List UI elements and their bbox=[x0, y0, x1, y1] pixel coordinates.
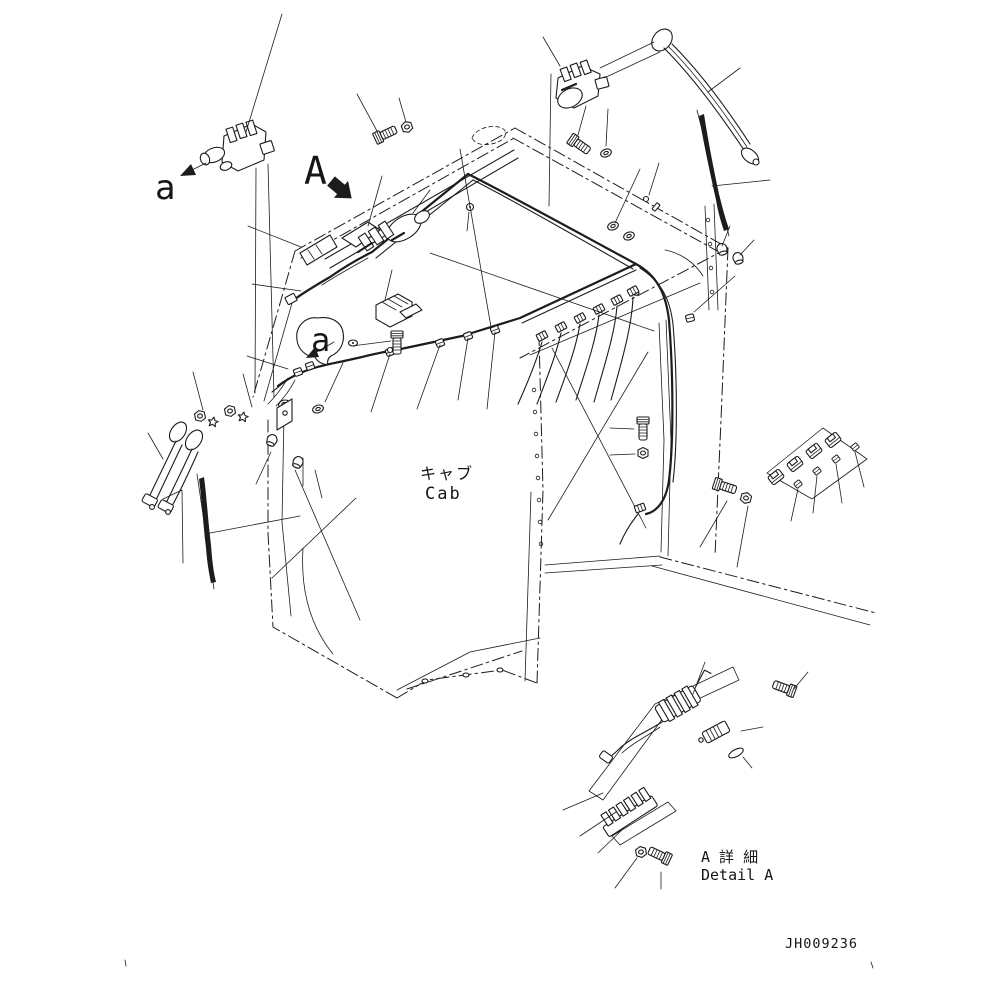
detail-a-title-en: Detail A bbox=[701, 866, 773, 884]
balloon-callout-a: a bbox=[296, 317, 344, 366]
screw bbox=[386, 346, 394, 354]
section-callout-label: A bbox=[304, 149, 327, 193]
grommet bbox=[598, 146, 614, 160]
wire-end-connector bbox=[599, 750, 613, 764]
hex-bolt bbox=[711, 476, 739, 497]
hex-nut bbox=[193, 409, 207, 423]
front-wiper-blade bbox=[196, 473, 216, 590]
harness-branch-connectors bbox=[517, 285, 640, 405]
view-arrow-a: a bbox=[155, 162, 207, 208]
hex-nut bbox=[739, 490, 753, 506]
cab-title-en: Cab bbox=[425, 484, 462, 504]
rear-wiper-arm bbox=[651, 28, 760, 166]
blanking-cap bbox=[731, 250, 745, 266]
detail-a-title-jp: A 詳 細 bbox=[701, 848, 758, 866]
rear-wiper-motor bbox=[555, 59, 610, 109]
section-callout-A: A bbox=[304, 149, 352, 199]
pin bbox=[642, 195, 650, 203]
terminal-strip-detail-a bbox=[600, 786, 658, 837]
hex-nut bbox=[223, 404, 237, 418]
hex-nut bbox=[634, 845, 648, 859]
front-wiper-motor-exploded bbox=[199, 119, 275, 172]
detail-a-group bbox=[562, 661, 809, 890]
washer-pad bbox=[728, 747, 744, 759]
cab-title-jp: キャブ bbox=[420, 464, 474, 483]
front-wiper-motor-assembly bbox=[341, 210, 430, 254]
clip-mounting-plate bbox=[699, 427, 868, 568]
grommet bbox=[605, 219, 621, 233]
page-ticks bbox=[124, 959, 874, 969]
lock-washer bbox=[236, 410, 250, 423]
hex-bolt bbox=[636, 416, 650, 441]
spring-connector-detail-a bbox=[698, 720, 731, 744]
blanking-cap bbox=[264, 432, 280, 448]
hex-bolt bbox=[770, 677, 798, 699]
leader-lines bbox=[147, 13, 771, 564]
fasteners bbox=[193, 119, 745, 470]
relay-bracket bbox=[375, 293, 423, 328]
hex-bolt bbox=[646, 844, 674, 866]
grommet bbox=[311, 403, 325, 415]
front-wiper-arm-pair bbox=[141, 421, 204, 515]
rear-wiper-blade bbox=[696, 109, 730, 237]
lock-washer bbox=[206, 415, 220, 428]
hex-bolt bbox=[566, 132, 593, 157]
hex-bolt bbox=[371, 123, 399, 145]
roof-wiring-harness bbox=[267, 172, 736, 545]
view-arrow-label: a bbox=[155, 168, 175, 208]
harness-bracket-detail-a bbox=[654, 669, 712, 723]
grommet bbox=[621, 229, 637, 243]
screw bbox=[651, 202, 661, 212]
hex-nut bbox=[399, 119, 415, 135]
hex-nut bbox=[637, 446, 649, 460]
drawing-number: JH009236 bbox=[785, 936, 858, 952]
cab-body bbox=[252, 126, 877, 699]
